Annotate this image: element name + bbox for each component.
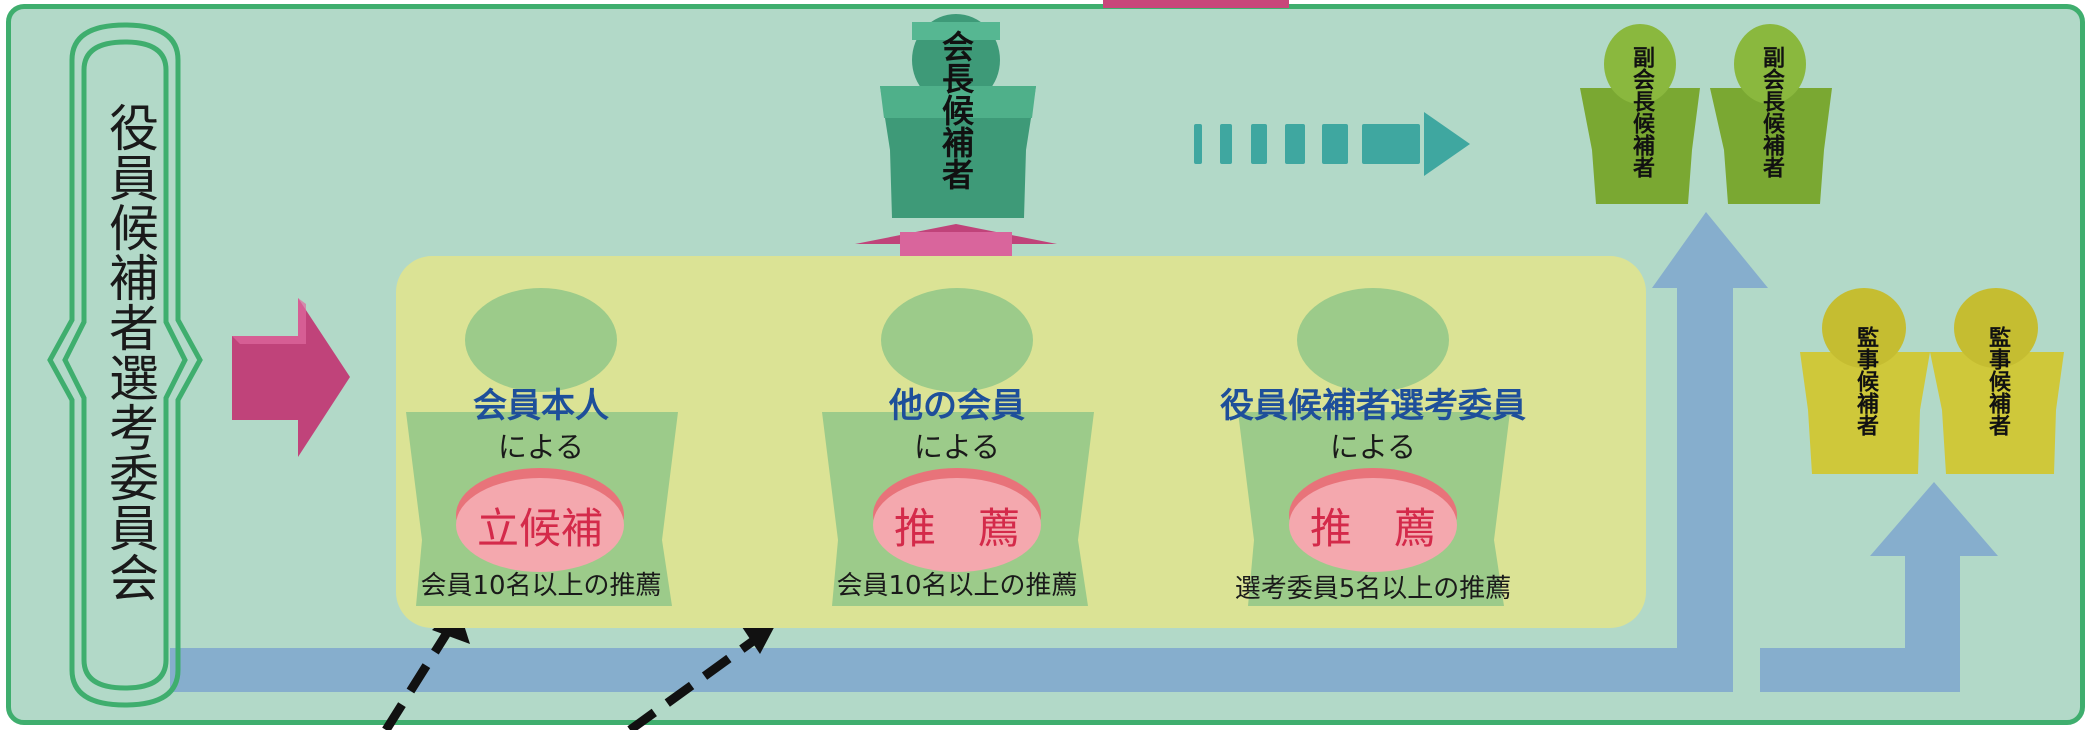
path-committee-who: 役員候補者選考委員 xyxy=(1220,386,1526,426)
path-committee-by: による xyxy=(1329,430,1417,464)
path-committee-requirement: 選考委員5名以上の推薦 xyxy=(1234,574,1512,604)
path-self-who: 会員本人 xyxy=(473,386,609,426)
path-member-method: 推 薦 xyxy=(873,478,1041,572)
committee-frame xyxy=(47,22,203,708)
teal-dashed-arrow-icon xyxy=(1194,112,1470,176)
black-dashed-arrow-icon xyxy=(382,625,763,730)
pink-right-arrow-icon xyxy=(232,298,350,457)
path-member-who: 他の会員 xyxy=(889,386,1025,426)
vice-president-label-2: 副会長候補者 xyxy=(1759,46,1784,178)
blue-flow-arrow-icon xyxy=(170,212,1998,692)
vice-president-label-1: 副会長候補者 xyxy=(1629,46,1654,178)
auditor-silhouettes xyxy=(1800,288,2064,474)
path-member-by: による xyxy=(913,430,1001,464)
president-silhouette xyxy=(880,14,1036,218)
auditor-label-2: 監事候補者 xyxy=(1985,326,2010,436)
top-accent-tab xyxy=(1103,0,1289,8)
path-self-method: 立候補 xyxy=(456,478,624,572)
path-self-requirement: 会員10名以上の推薦 xyxy=(420,571,662,601)
vice-president-silhouettes xyxy=(1580,24,1832,204)
path-self-by: による xyxy=(497,430,585,464)
auditor-label-1: 監事候補者 xyxy=(1853,326,1878,436)
path-member-requirement: 会員10名以上の推薦 xyxy=(836,571,1078,601)
committee-title: 役員候補者選考委員会 xyxy=(101,102,159,602)
path-committee-method: 推 薦 xyxy=(1289,478,1457,572)
president-label: 会長候補者 xyxy=(937,30,975,190)
